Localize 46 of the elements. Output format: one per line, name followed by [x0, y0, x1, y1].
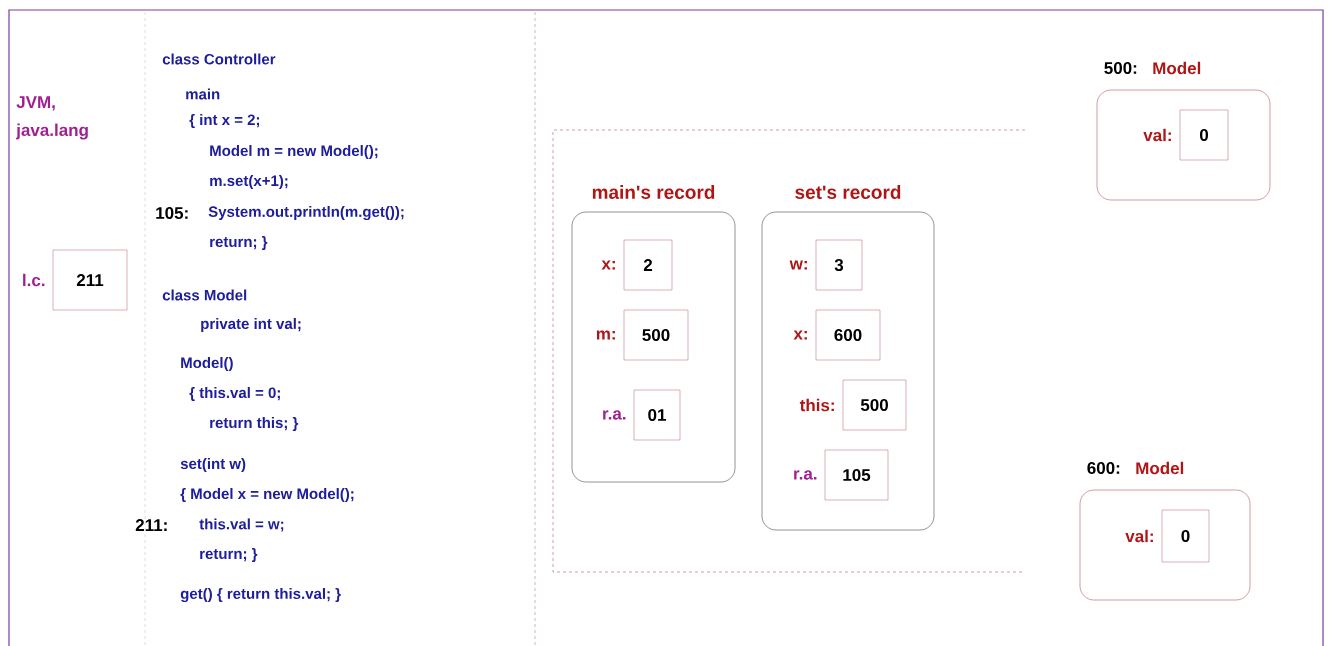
code-line: private int val;	[201, 318, 301, 332]
cell-label: x:	[601, 260, 615, 270]
cell-label: l.c.	[23, 273, 45, 287]
record-heading: main's record	[592, 185, 715, 199]
memory-cell: 2	[623, 239, 673, 291]
memory-cell: 01	[633, 389, 681, 441]
code-line: class Model	[162, 289, 247, 301]
code-line: Model()	[181, 357, 233, 371]
cell-label: w:	[789, 260, 807, 270]
cell-label: m:	[596, 330, 615, 340]
code-line: Model m = new Model();	[210, 145, 378, 159]
memory-cell: 500	[623, 309, 689, 361]
memory-cell: 0	[1179, 109, 1229, 161]
record-heading: set's record	[795, 185, 901, 199]
code-line: return; }	[200, 548, 258, 562]
object-heading: 500:	[1104, 62, 1137, 75]
line-number: 211:	[135, 519, 167, 531]
code-line: return this; }	[210, 417, 299, 431]
code-line: { this.val = 0;	[189, 387, 280, 401]
memory-cell: 105	[824, 449, 889, 501]
cell-label: val:	[1125, 529, 1153, 543]
code-line: { Model x = new Model();	[180, 488, 354, 502]
object-heading: Model	[1153, 61, 1201, 75]
cell-label: r.a.	[603, 410, 626, 420]
code-line: set(int w)	[180, 458, 246, 472]
code-line: m.set(x+1);	[210, 175, 288, 189]
object-heading: Model	[1136, 461, 1184, 475]
cell-label: r.a.	[794, 470, 817, 480]
memory-cell: 600	[815, 309, 881, 361]
line-number: 105:	[156, 207, 188, 220]
note: JVM, java.lang	[15, 96, 88, 140]
memory-cell: 0	[1161, 509, 1210, 563]
memory-cell: 211	[52, 249, 128, 311]
code-line: return; }	[210, 236, 268, 250]
object-heading: 600:	[1087, 462, 1120, 475]
code-line: class Controller	[162, 53, 276, 65]
code-line: main	[186, 88, 220, 100]
cell-label: val:	[1143, 128, 1171, 142]
code-line: { int x = 2;	[189, 114, 260, 128]
code-line: this.val = w;	[199, 518, 284, 532]
memory-cell: 500	[842, 379, 907, 431]
code-line: System.out.println(m.get());	[208, 206, 404, 221]
code-line: get() { return this.val; }	[180, 588, 341, 603]
cell-label: x:	[793, 330, 807, 340]
cell-label: this:	[799, 398, 834, 412]
memory-cell: 3	[815, 239, 863, 291]
